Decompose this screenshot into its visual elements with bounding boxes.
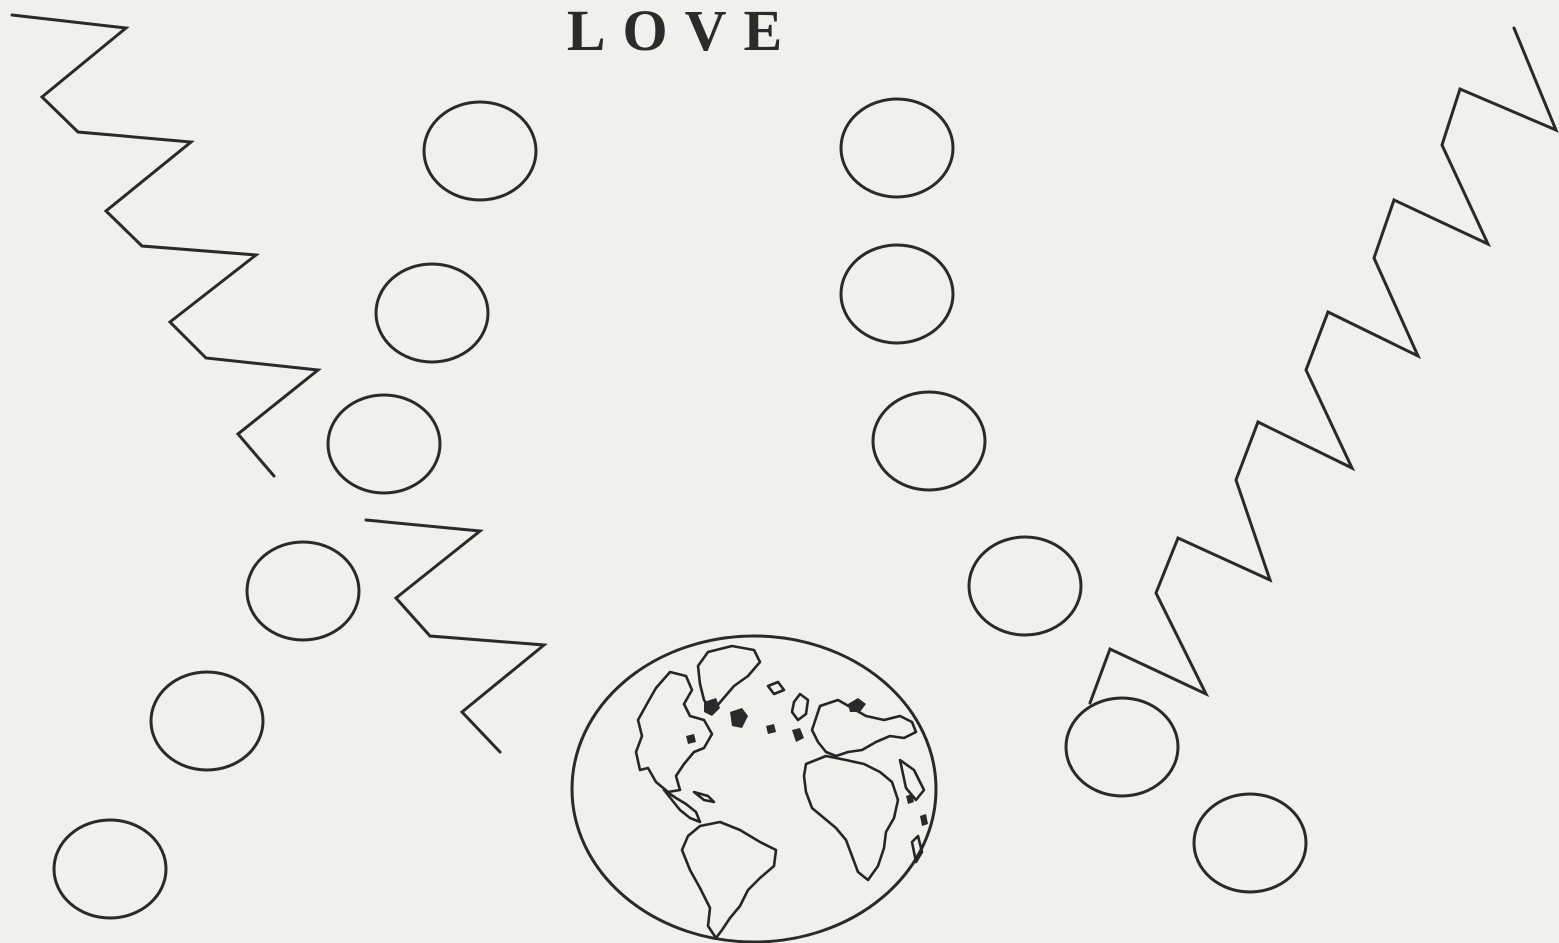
circle-right-5-icon [1066, 698, 1178, 796]
circle-left-1-icon [424, 102, 536, 200]
circle-right-2-icon [841, 245, 953, 343]
earth-globe-icon [572, 636, 936, 942]
circle-left-6-icon [54, 820, 166, 918]
zigzag-upper-left-icon [12, 15, 318, 476]
zigzag-middle-left-icon [366, 520, 544, 752]
circle-right-6-icon [1194, 794, 1306, 892]
circle-left-2-icon [376, 264, 488, 362]
circle-right-1-icon [841, 99, 953, 197]
circle-left-4-icon [247, 542, 359, 640]
circle-left-3-icon [328, 395, 440, 493]
zigzag-right-icon [1090, 28, 1556, 703]
circle-left-5-icon [151, 672, 263, 770]
circle-right-4-icon [969, 537, 1081, 635]
circle-right-3-icon [873, 392, 985, 490]
